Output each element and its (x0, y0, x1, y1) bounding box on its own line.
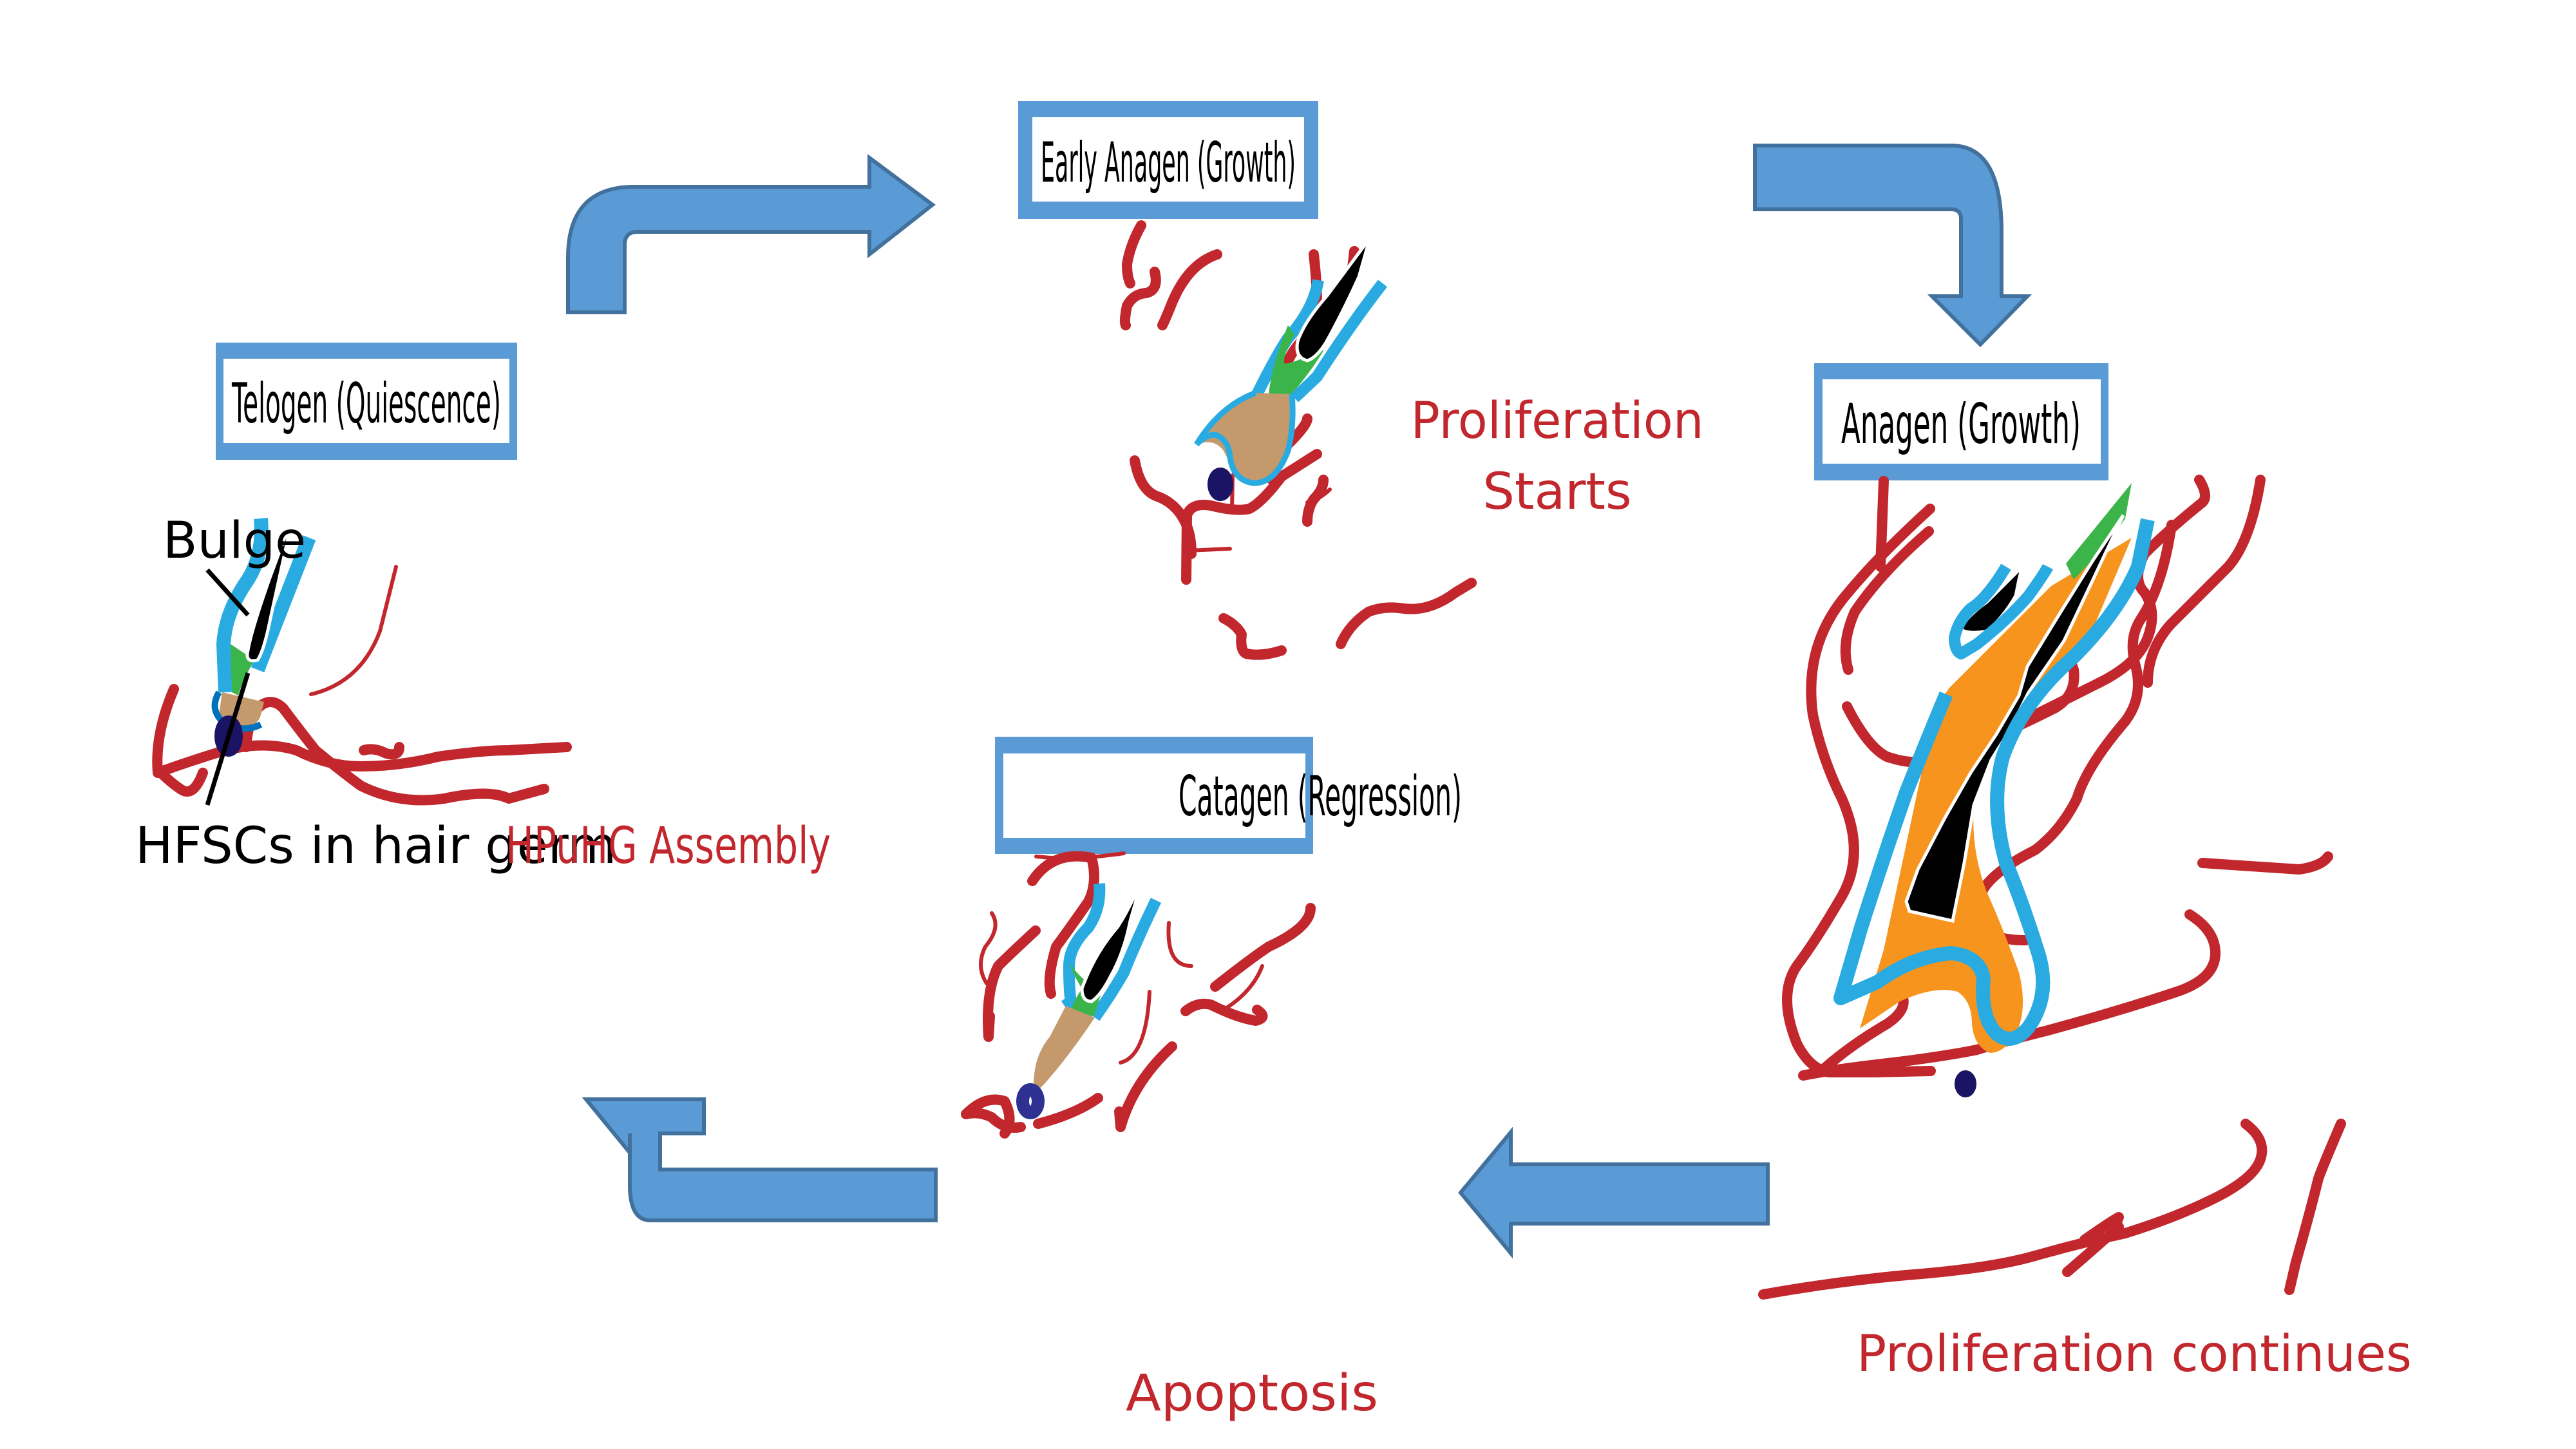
stage-box-catagen: Catagen (Regression) (995, 737, 1462, 854)
blood-vessel (1782, 504, 1936, 1077)
blood-vessel (1119, 267, 1161, 330)
dermal-papilla (1208, 468, 1233, 501)
bulge-label: Bulge (163, 512, 306, 570)
hpuhg-assembly-label: HPuHG Assembly (506, 817, 831, 875)
dermal-papilla (1016, 1083, 1045, 1119)
outer-root-sheath (1833, 518, 2155, 1046)
stage-box-early-anagen: Early Anagen (Growth) (1018, 101, 1318, 219)
arrow-anagen-to-catagen (1458, 1126, 1770, 1259)
anagen-follicle-illustration: Proliferation continues (1758, 475, 2412, 1383)
proliferation-continues-label: Proliferation continues (1857, 1325, 2412, 1383)
bulge-pointer-line (205, 568, 250, 617)
blood-vessel (156, 768, 208, 797)
blood-vessel (1210, 903, 1316, 992)
bulge-region (1269, 325, 1323, 394)
blood-vessel (1166, 921, 1193, 968)
blood-vessel (2284, 1119, 2346, 1295)
stage-box-anagen: Anagen (Growth) (1814, 363, 2108, 480)
blood-vessel (359, 742, 404, 760)
blood-vessel (1119, 990, 1151, 1065)
hair-shaft (245, 515, 295, 663)
hair-shaft-club (1959, 561, 2025, 634)
proliferation-starts-label-line1: Proliferation (1411, 392, 1704, 450)
blood-vessel (961, 1108, 1026, 1133)
blood-vessel (1034, 851, 1126, 861)
stage-title-early-anagen: Early Anagen (Growth) (1041, 131, 1296, 195)
blood-vessel (2062, 1222, 2124, 1277)
blood-vessel (1114, 1041, 1177, 1132)
early-anagen-follicle-illustration: Proliferation Starts (1119, 220, 1704, 660)
blood-vessel (1218, 613, 1287, 660)
blood-vessel (2079, 1212, 2124, 1245)
stage-box-telogen: Telogen (Quiescence) (216, 343, 517, 460)
bulge-region (2066, 483, 2132, 580)
blood-vessel (1842, 701, 1924, 768)
arrow-telogen-to-early-anagen (566, 154, 936, 314)
hair-shaft (1295, 237, 1372, 363)
dermal-papilla (1955, 1070, 1976, 1097)
blood-vessel (1157, 249, 1222, 330)
hfscs-label: HFSCs in hair germ (135, 817, 616, 875)
blood-vessel (152, 684, 179, 778)
blood-vessel (2197, 851, 2333, 875)
blood-vessel (1758, 1119, 2268, 1300)
hfscs-pointer-line (205, 672, 251, 806)
blood-vessel (983, 925, 1041, 1042)
outer-root-sheath (216, 518, 269, 693)
blood-vessel (1336, 578, 1477, 649)
blood-vessel (2143, 475, 2266, 688)
blood-vessel (1122, 220, 1146, 289)
outer-root-sheath (1061, 883, 1106, 1011)
outer-root-sheath (1090, 898, 1162, 1021)
hair-shaft (1080, 875, 1145, 1003)
stage-title-anagen: Anagen (Growth) (1841, 392, 2081, 457)
proliferation-starts-label-line2: Starts (1482, 463, 1631, 521)
arrow-early-anagen-to-anagen (1753, 144, 2032, 348)
telogen-follicle-illustration: Bulge HFSCs in hair germ HPuHG Assembly (135, 512, 831, 875)
outer-root-sheath (251, 535, 316, 672)
blood-vessel (1180, 998, 1268, 1026)
blood-vessel (979, 911, 998, 985)
stage-title-telogen: Telogen (Quiescence) (232, 372, 501, 436)
blood-vessel (1181, 449, 1322, 585)
regressing-epithelial-strand (1034, 1006, 1095, 1090)
outer-root-sheath (1290, 279, 1388, 402)
catagen-follicle-illustration: Apoptosis (961, 851, 1378, 1423)
blood-vessel (1798, 909, 2221, 1081)
stage-title-catagen: Catagen (Regression) (1179, 764, 1462, 829)
blood-vessel (1815, 993, 1909, 1077)
blood-vessel (1305, 488, 1332, 504)
inner-root-sheath-club (1949, 564, 2054, 659)
blood-vessel (1186, 547, 1232, 553)
blood-vessel (1222, 964, 1264, 1012)
arrow-catagen-to-telogen (582, 1097, 938, 1222)
blood-vessel (1033, 1093, 1103, 1129)
hair-germ (1198, 393, 1293, 484)
blood-vessel (309, 565, 398, 696)
blood-vessel (1840, 526, 1934, 675)
apoptosis-label: Apoptosis (1126, 1365, 1378, 1423)
